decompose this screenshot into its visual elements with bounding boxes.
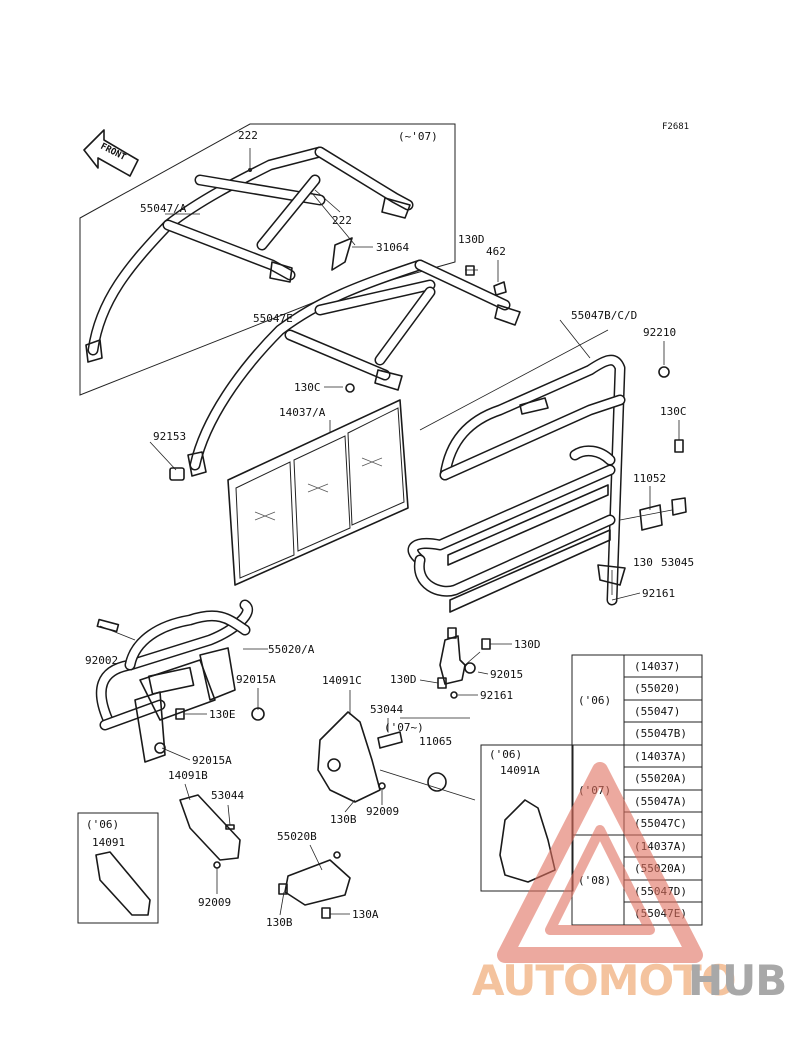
figure-code: F2681 (662, 122, 689, 132)
skid-plate-14091C (317, 711, 381, 803)
label-92009-low: 92009 (198, 896, 231, 909)
table-cell: (55047C) (634, 817, 687, 830)
rops-frame-55047A (85, 146, 414, 363)
label-55020A: 55020/A (268, 643, 315, 656)
label-130-right: 130 (633, 556, 653, 569)
label-14091: 14091 (92, 836, 125, 849)
table-year-08: ('08) (578, 874, 611, 887)
bracket-55020B (284, 859, 351, 906)
label-130B-low: 130B (266, 916, 293, 929)
label-14091B: 14091B (168, 769, 208, 782)
guard-06-box (77, 812, 159, 924)
label-14091C: 14091C (322, 674, 362, 687)
label-55047BCD: 55047B/C/D (571, 309, 637, 322)
table-cell: (14037A) (634, 750, 687, 763)
upto07-year-label: (~'07) (398, 130, 438, 143)
rops-frame-55047BCD (407, 354, 626, 613)
label-130C-right: 130C (660, 405, 687, 418)
watermark-text-b: HUB (688, 956, 786, 1005)
label-31064: 31064 (376, 241, 409, 254)
mount-bracket (439, 627, 466, 685)
label-130C-left: 130C (294, 381, 321, 394)
window-net-14037A (227, 399, 409, 586)
label-06-box: ('06) (489, 748, 522, 761)
table-cell: (55020) (634, 682, 680, 695)
label-14037A: 14037/A (279, 406, 326, 419)
label-92153: 92153 (153, 430, 186, 443)
label-92161-mid: 92161 (480, 689, 513, 702)
label-55047E: 55047E (253, 312, 293, 325)
table-cell: (55047A) (634, 795, 687, 808)
label-55020B: 55020B (277, 830, 317, 843)
label-14091A: 14091A (500, 764, 540, 777)
table-year-06: ('06) (578, 694, 611, 707)
label-130E: 130E (209, 708, 236, 721)
label-130B-mid: 130B (330, 813, 357, 826)
table-cell: (14037) (634, 660, 680, 673)
table-cell: (55020A) (634, 772, 687, 785)
watermark-text-a: AUTOMOTO (472, 956, 736, 1005)
label-222-top: 222 (238, 129, 258, 142)
guard-14091A (499, 799, 556, 883)
label-92161-right: 92161 (642, 587, 675, 600)
watermark-logo: AUTOMOTO HUB (472, 762, 787, 1005)
label-130D-left: 130D (390, 673, 417, 686)
label-11065: 11065 (419, 735, 452, 748)
label-06-left: ('06) (86, 818, 119, 831)
front-bumper-55020A (95, 599, 253, 763)
table-cell: (55047) (634, 705, 680, 718)
label-222-mid: 222 (332, 214, 352, 227)
front-arrow-icon: FRONT (83, 129, 139, 177)
guard-14091 (95, 851, 151, 916)
label-53045: 53045 (661, 556, 694, 569)
label-53044-mid: 53044 (370, 703, 403, 716)
label-92009-mid: 92009 (366, 805, 399, 818)
label-55047A: 55047/A (140, 202, 187, 215)
label-92015A-top: 92015A (236, 673, 276, 686)
label-130A: 130A (352, 908, 379, 921)
label-92002: 92002 (85, 654, 118, 667)
guard-14091B (179, 794, 241, 861)
label-11052: 11052 (633, 472, 666, 485)
label-462: 462 (486, 245, 506, 258)
label-07on: ('07~) (384, 721, 424, 734)
label-92015-mid: 92015 (490, 668, 523, 681)
label-130D-top: 130D (458, 233, 485, 246)
label-92210: 92210 (643, 326, 676, 339)
label-130D-mid: 130D (514, 638, 541, 651)
rops-frame-55047E (187, 259, 521, 477)
table-cell: (55047B) (634, 727, 687, 740)
upto07-frame-box (79, 123, 456, 396)
label-53044-low: 53044 (211, 789, 244, 802)
label-92015A-bot: 92015A (192, 754, 232, 767)
